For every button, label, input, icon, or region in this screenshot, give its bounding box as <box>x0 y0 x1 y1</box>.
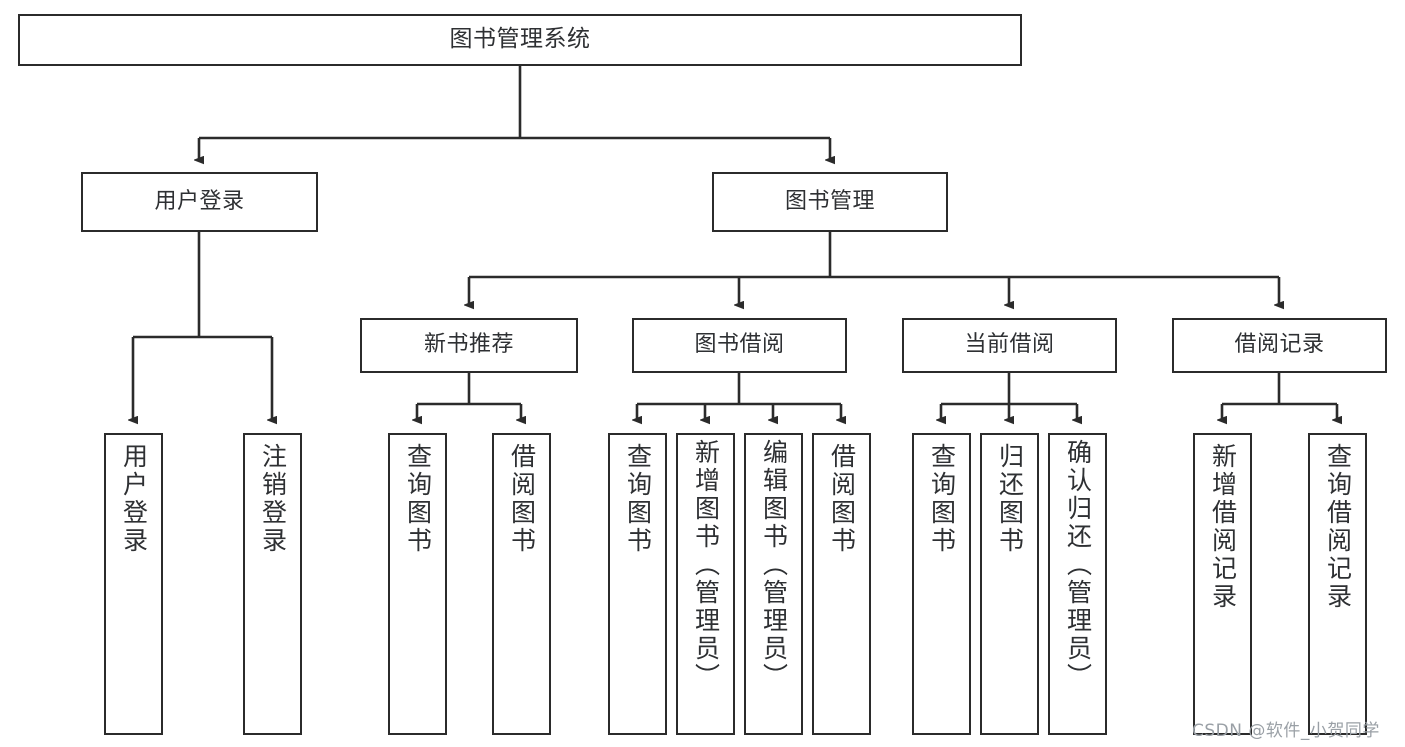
node-current-borrow[interactable]: 当前借阅 <box>902 318 1117 373</box>
node-label: 查询图书 <box>403 443 433 555</box>
leaf-borrow-book[interactable]: 借阅图书 <box>812 433 871 735</box>
node-label: 借阅图书 <box>827 443 857 555</box>
node-label: 用户登录 <box>154 188 245 214</box>
node-label: 新增借阅记录 <box>1208 443 1238 611</box>
leaf-return-book[interactable]: 归还图书 <box>980 433 1039 735</box>
node-label: 借阅图书 <box>507 443 537 555</box>
node-book-management[interactable]: 图书管理 <box>712 172 948 232</box>
node-label: 查询借阅记录 <box>1323 443 1353 611</box>
node-user-login[interactable]: 用户登录 <box>81 172 318 232</box>
node-label: 当前借阅 <box>964 332 1055 358</box>
node-label: 确认归还（管理员） <box>1063 439 1093 691</box>
leaf-edit-book-admin[interactable]: 编辑图书（管理员） <box>744 433 803 735</box>
leaf-user-login[interactable]: 用户登录 <box>104 433 163 735</box>
node-label: 归还图书 <box>995 443 1025 555</box>
node-book-borrow[interactable]: 图书借阅 <box>632 318 847 373</box>
leaf-query-book-borrow[interactable]: 查询图书 <box>608 433 667 735</box>
leaf-add-borrow-record[interactable]: 新增借阅记录 <box>1193 433 1252 735</box>
node-new-book-recommend[interactable]: 新书推荐 <box>360 318 578 373</box>
node-label: 新书推荐 <box>423 332 514 358</box>
leaf-borrow-book-recommend[interactable]: 借阅图书 <box>492 433 551 735</box>
node-label: 用户登录 <box>119 443 149 555</box>
leaf-query-book-current[interactable]: 查询图书 <box>912 433 971 735</box>
node-label: 图书借阅 <box>694 332 785 358</box>
leaf-query-book-recommend[interactable]: 查询图书 <box>388 433 447 735</box>
node-label: 图书管理 <box>784 188 875 214</box>
leaf-query-borrow-record[interactable]: 查询借阅记录 <box>1308 433 1367 735</box>
node-label: 新增图书（管理员） <box>691 439 721 691</box>
csdn-watermark: CSDN @软件_小贺同学 <box>1192 721 1380 741</box>
leaf-logout[interactable]: 注销登录 <box>243 433 302 735</box>
node-label: 图书管理系统 <box>449 26 591 53</box>
node-label: 借阅记录 <box>1234 332 1325 358</box>
leaf-confirm-return-admin[interactable]: 确认归还（管理员） <box>1048 433 1107 735</box>
node-label: 查询图书 <box>623 443 653 555</box>
node-label: 编辑图书（管理员） <box>759 439 789 691</box>
node-label: 查询图书 <box>927 443 957 555</box>
node-label: 注销登录 <box>258 443 288 555</box>
leaf-add-book-admin[interactable]: 新增图书（管理员） <box>676 433 735 735</box>
node-borrow-record[interactable]: 借阅记录 <box>1172 318 1387 373</box>
node-root-system[interactable]: 图书管理系统 <box>18 14 1022 66</box>
